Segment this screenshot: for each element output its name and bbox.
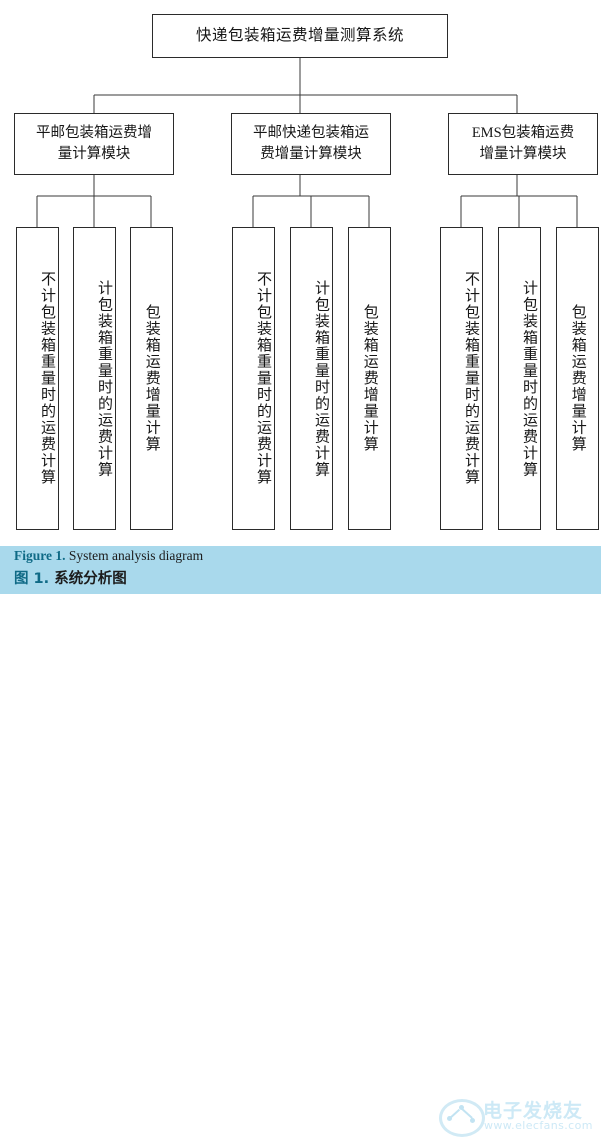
leaf-node-label: 计包装箱重量时的运费计算 (96, 279, 112, 478)
figure-caption-zh-text: 系统分析图 (49, 571, 127, 587)
leaf-node-label: 计包装箱重量时的运费计算 (521, 279, 537, 478)
leaf-node-1-2: 计包装箱重量时的运费计算 (73, 227, 116, 530)
figure-caption-band: Figure 1. System analysis diagram 图 1. 系… (0, 546, 601, 1137)
module-label-line1: 平邮包装箱运费增 (36, 124, 152, 141)
module-label-line2: 费增量计算模块 (260, 146, 362, 162)
leaf-node-label: 计包装箱重量时的运费计算 (313, 279, 329, 478)
module-node-ordinary-mail: 平邮包装箱运费增 量计算模块 (14, 113, 174, 175)
leaf-node-2-2: 计包装箱重量时的运费计算 (290, 227, 333, 530)
leaf-node-3-2: 计包装箱重量时的运费计算 (498, 227, 541, 530)
figure-caption-zh-label: 图 1. (14, 571, 50, 587)
leaf-node-3-1: 不计包装箱重量时的运费计算 (440, 227, 483, 530)
module-label-wrapper: EMS包装箱运费 增量计算模块 (472, 123, 574, 165)
system-analysis-diagram: 快递包装箱运费增量测算系统 平邮包装箱运费增 量计算模块 平邮快递包装箱运 费增… (0, 0, 601, 546)
figure-caption-english: Figure 1. System analysis diagram (14, 548, 203, 564)
leaf-node-label: 包装箱运费增量计算 (569, 304, 586, 453)
leaf-node-label: 不计包装箱重量时的运费计算 (463, 271, 479, 486)
elecfans-watermark: 电子发烧友 www.elecfans.com (437, 1094, 595, 1138)
leaf-node-label: 不计包装箱重量时的运费计算 (39, 271, 55, 486)
leaf-node-3-3: 包装箱运费增量计算 (556, 227, 599, 530)
watermark-url: www.elecfans.com (484, 1119, 593, 1132)
leaf-node-label: 包装箱运费增量计算 (143, 304, 160, 453)
module-label-line1: 平邮快递包装箱运 (253, 124, 369, 141)
root-node-label: 快递包装箱运费增量测算系统 (195, 27, 404, 45)
leaf-node-label: 不计包装箱重量时的运费计算 (255, 271, 271, 486)
module-label-wrapper: 平邮包装箱运费增 量计算模块 (36, 123, 152, 165)
figure-caption-en-label: Figure 1. (14, 548, 66, 563)
leaf-node-2-3: 包装箱运费增量计算 (348, 227, 391, 530)
module-node-ems: EMS包装箱运费 增量计算模块 (448, 113, 598, 175)
root-node-system: 快递包装箱运费增量测算系统 (152, 14, 448, 58)
figure-caption-chinese: 图 1. 系统分析图 (14, 567, 127, 588)
module-label-line1: EMS包装箱运费 (471, 124, 575, 141)
module-label-wrapper: 平邮快递包装箱运 费增量计算模块 (253, 123, 369, 165)
figure-caption-en-text: System analysis diagram (65, 548, 204, 563)
module-label-line2: 增量计算模块 (479, 146, 567, 162)
leaf-node-1-1: 不计包装箱重量时的运费计算 (16, 227, 59, 530)
module-label-line2: 量计算模块 (57, 146, 131, 162)
leaf-node-label: 包装箱运费增量计算 (361, 304, 378, 453)
leaf-node-1-3: 包装箱运费增量计算 (130, 227, 173, 530)
leaf-node-2-1: 不计包装箱重量时的运费计算 (232, 227, 275, 530)
module-node-ordinary-express: 平邮快递包装箱运 费增量计算模块 (231, 113, 391, 175)
